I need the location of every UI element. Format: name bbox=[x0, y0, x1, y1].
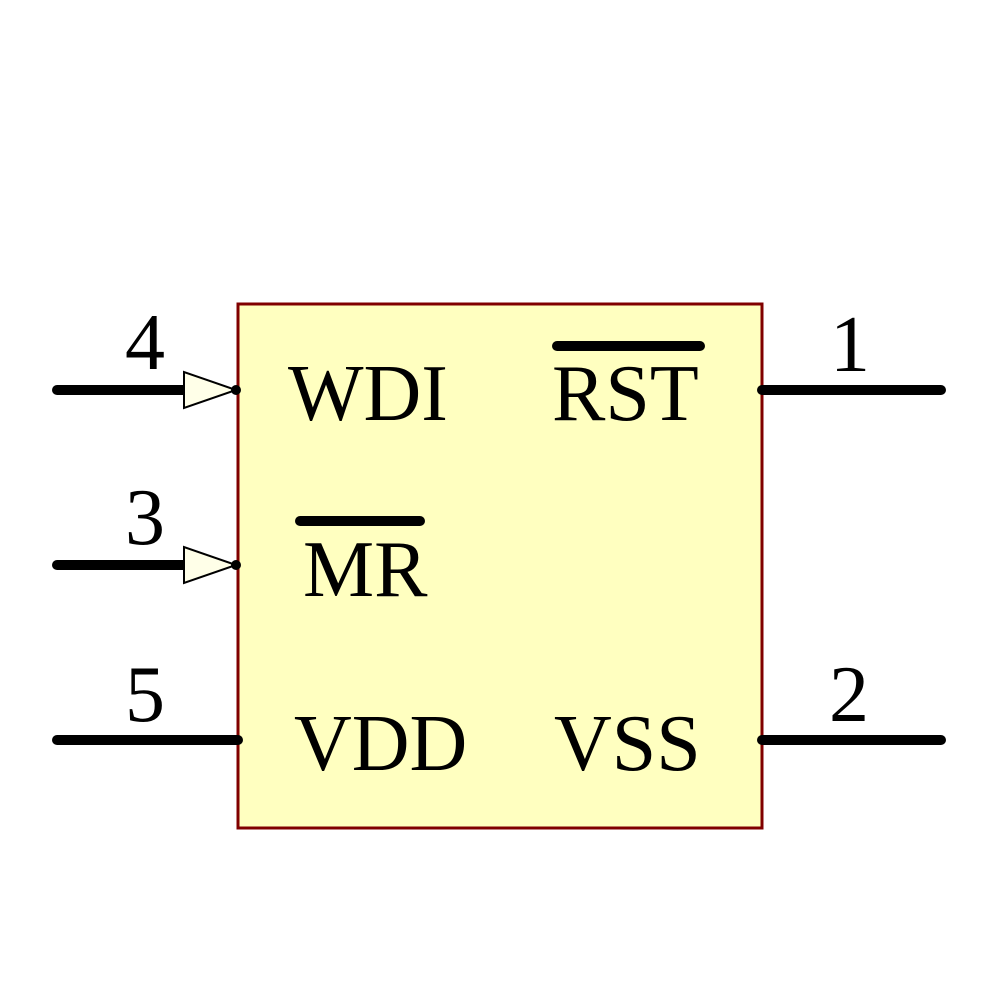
input-arrow-icon bbox=[183, 545, 240, 585]
pin-tip-dot bbox=[231, 385, 241, 395]
pin-number: 4 bbox=[125, 299, 165, 387]
pin-vss[interactable]: 2 VSS bbox=[554, 651, 946, 788]
pin-label: VSS bbox=[554, 700, 701, 788]
pin-number: 3 bbox=[125, 474, 165, 562]
pin-number: 5 bbox=[125, 651, 165, 739]
input-arrow-icon bbox=[183, 370, 240, 410]
pin-wdi[interactable]: 4 WDI bbox=[52, 299, 448, 438]
pin-label: MR bbox=[303, 526, 428, 614]
pin-label: RST bbox=[552, 350, 699, 438]
pin-vdd[interactable]: 5 VDD bbox=[52, 651, 467, 788]
pin-number: 1 bbox=[830, 301, 870, 389]
pin-rst[interactable]: 1 RST bbox=[552, 301, 946, 438]
pin-number: 2 bbox=[829, 651, 869, 739]
pin-label: VDD bbox=[294, 700, 467, 788]
pin-label: WDI bbox=[288, 350, 448, 438]
pin-tip-dot bbox=[231, 560, 241, 570]
component-body[interactable] bbox=[236, 302, 764, 830]
pin-mr[interactable]: 3 MR bbox=[52, 474, 428, 614]
